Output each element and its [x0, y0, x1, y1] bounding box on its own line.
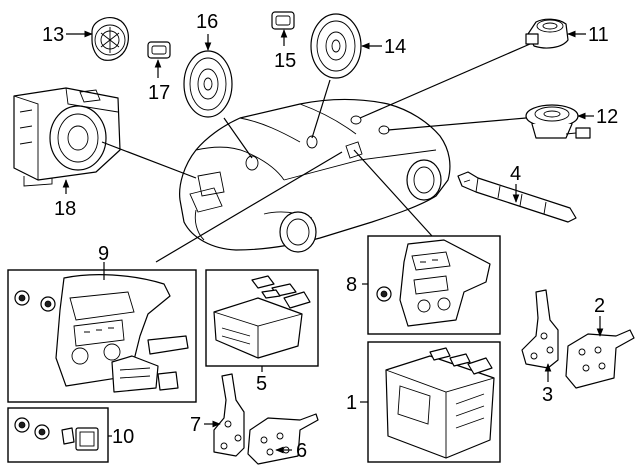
callout-14: 14 — [384, 36, 406, 58]
callout-1: 1 — [346, 392, 357, 414]
part-10-knobs — [14, 417, 99, 451]
callout-arrows — [62, 29, 604, 454]
callout-18: 18 — [54, 198, 76, 220]
part-17-pad — [147, 41, 171, 59]
callout-6: 6 — [296, 440, 307, 462]
callout-9: 9 — [98, 243, 109, 265]
callout-3: 3 — [542, 384, 553, 406]
leader-lines — [101, 43, 531, 263]
callout-12: 12 — [596, 106, 618, 128]
callout-4: 4 — [510, 163, 521, 185]
callout-7: 7 — [190, 414, 201, 436]
part-5-audio-unit — [213, 275, 311, 359]
part-8-control-panel — [376, 239, 491, 327]
callout-17: 17 — [148, 82, 170, 104]
callout-labels: 13 16 17 15 14 11 12 18 4 9 8 5 2 3 1 7 … — [42, 11, 618, 462]
part-3-bracket — [521, 289, 559, 369]
callout-5: 5 — [256, 373, 267, 395]
part-12-tweeter — [525, 104, 591, 139]
part-18-subwoofer — [13, 87, 121, 187]
part-16-speaker — [183, 50, 233, 118]
box-8 — [367, 235, 501, 335]
part-14-speaker — [310, 13, 362, 79]
box-9 — [7, 269, 197, 403]
part-9-control-panel — [14, 274, 189, 393]
part-13-tweeter — [91, 17, 129, 61]
part-1-center-console — [385, 347, 495, 459]
callout-16: 16 — [196, 11, 218, 33]
callout-2: 2 — [594, 295, 605, 317]
part-7-bracket — [213, 373, 245, 457]
part-2-plate — [565, 329, 635, 389]
callout-15: 15 — [274, 50, 296, 72]
part-11-tweeter — [525, 18, 569, 49]
vehicle-outline — [179, 98, 451, 253]
callout-11: 11 — [588, 24, 609, 46]
box-10 — [7, 407, 109, 463]
part-15-pad — [271, 11, 295, 30]
part-6-plate — [247, 413, 319, 465]
callout-10: 10 — [112, 426, 134, 448]
callout-8: 8 — [346, 274, 357, 296]
callout-13: 13 — [42, 24, 64, 46]
